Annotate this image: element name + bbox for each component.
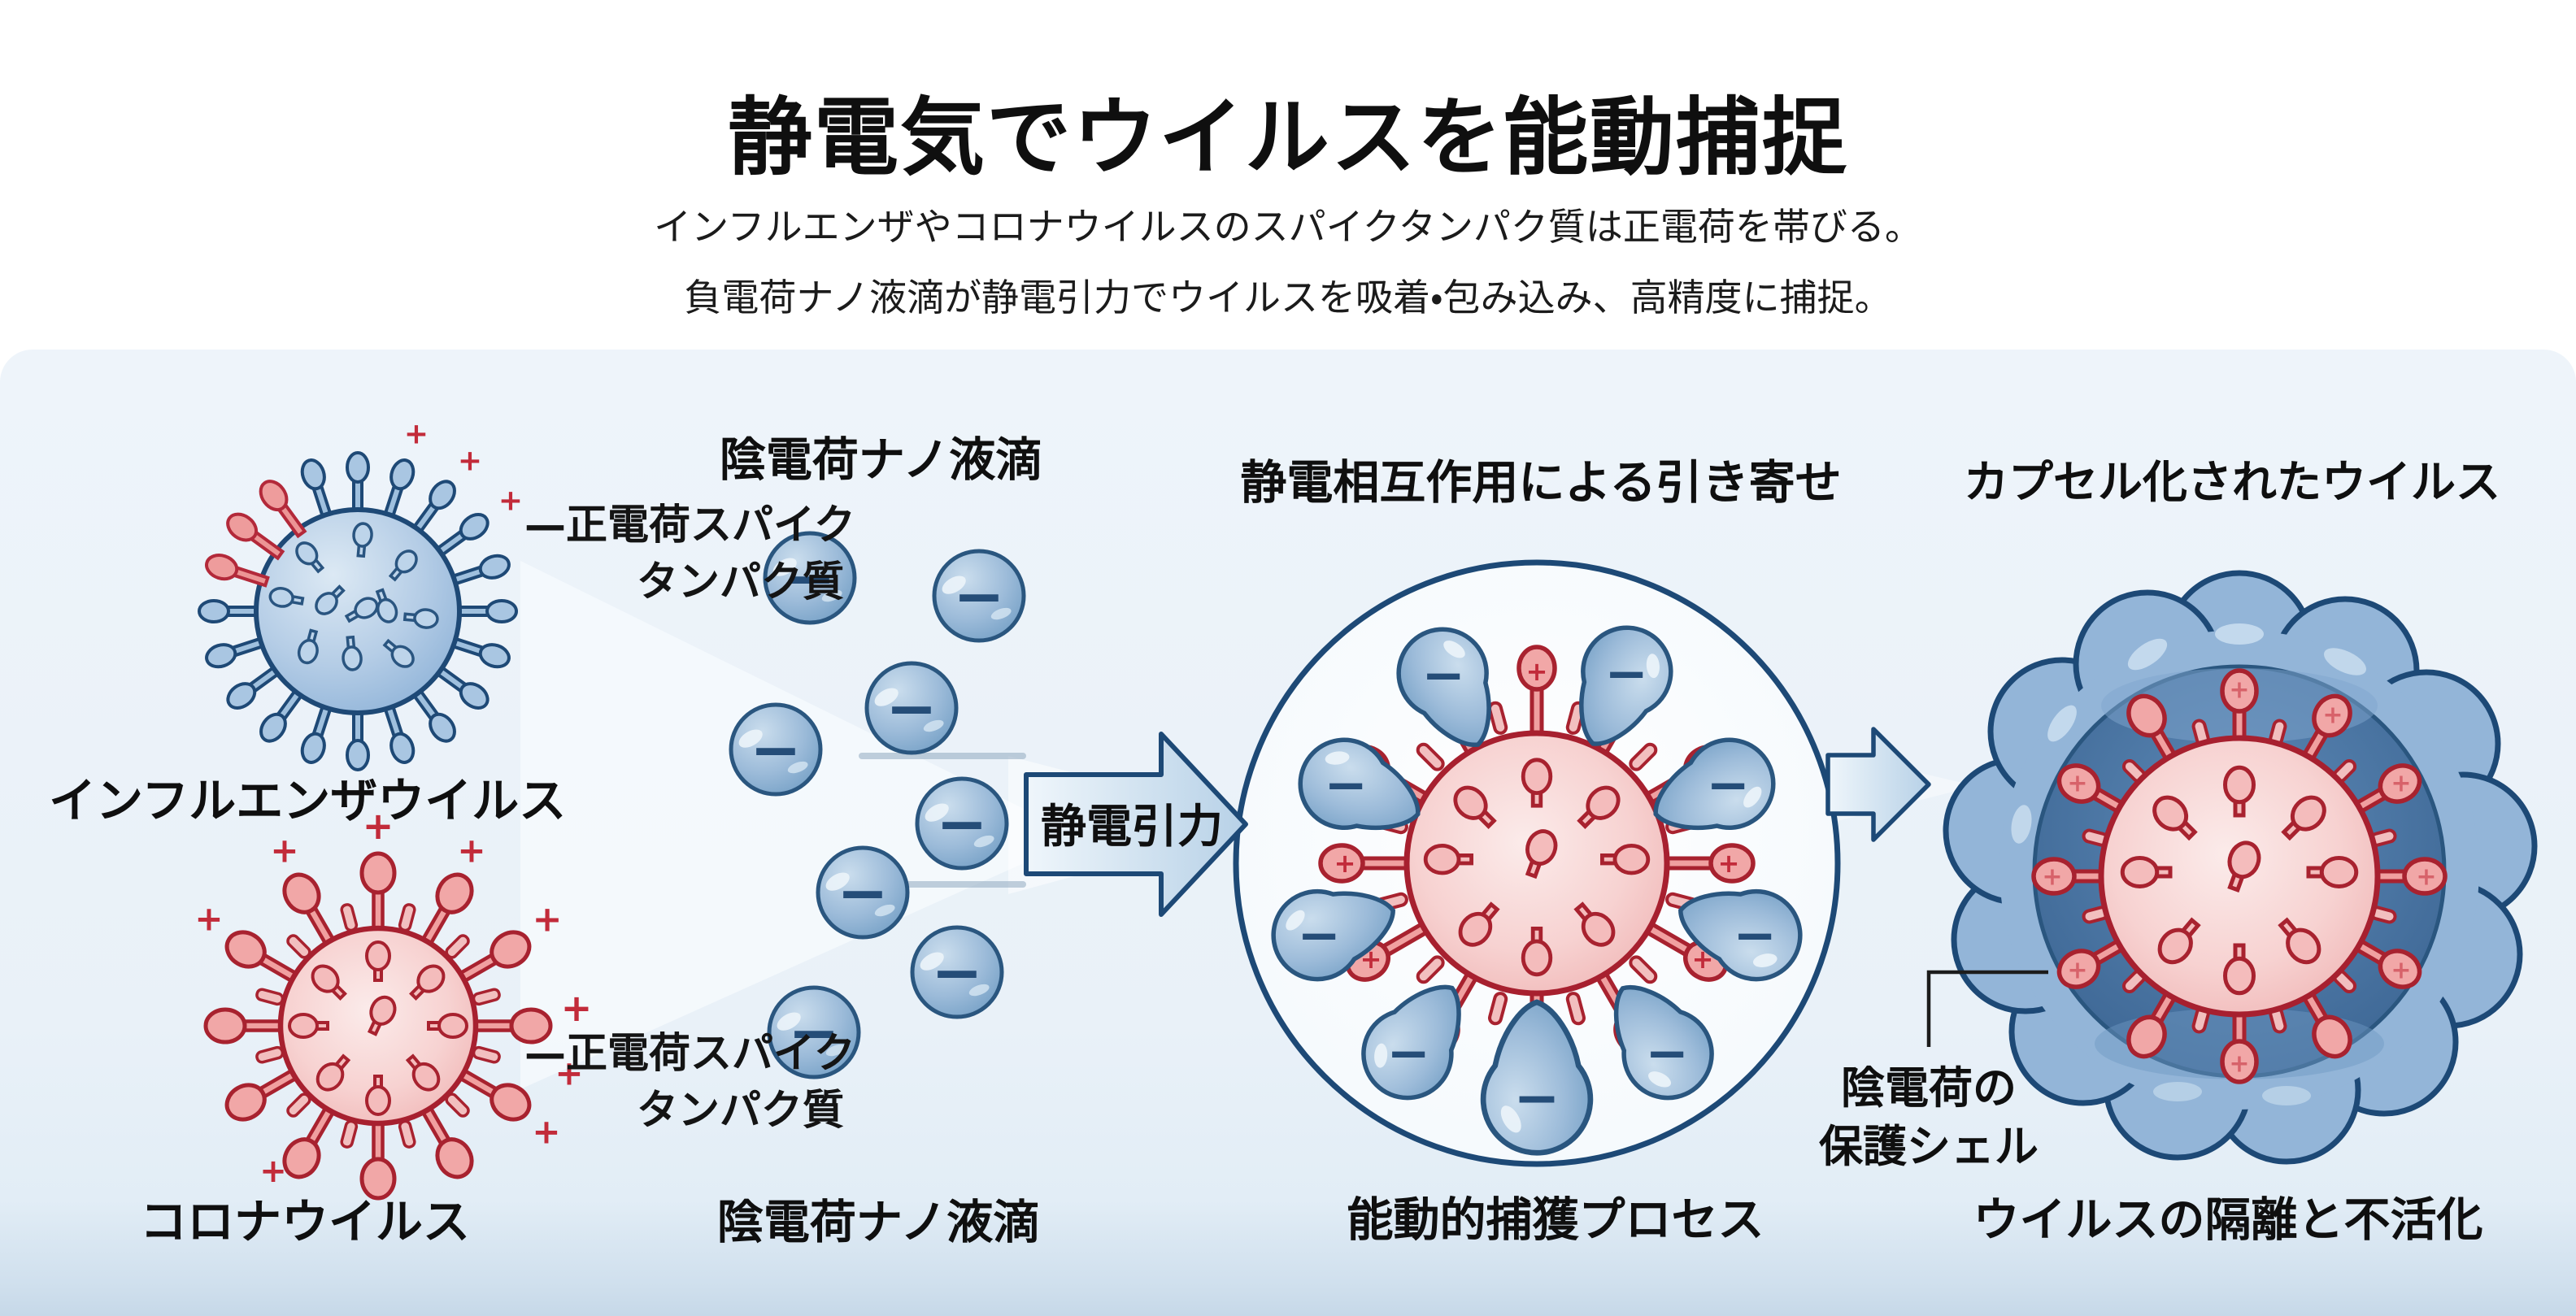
subtitle-line-2: 負電荷ナノ液滴が静電引力でウイルスを吸着・包み込み、高精度に捕捉。 — [684, 276, 1892, 319]
plus-mark: + — [555, 1053, 583, 1093]
corona-virus-illustration: + + + + + + + + + — [194, 804, 592, 1198]
minus-mark: − — [1604, 644, 1648, 704]
plus-mark: + — [2042, 863, 2062, 892]
electrostatic-arrow-label: 静電引力 — [1041, 801, 1223, 853]
corona-spike-callout: —正電荷スパイク タンパク質 — [524, 1026, 855, 1140]
plus-mark: + — [1334, 848, 1356, 879]
influenza-callout-line1: —正電荷スパイク — [524, 502, 855, 549]
minus-mark: − — [1386, 1023, 1430, 1084]
page-title: 静電気でウイルスを能動捕捉 — [727, 88, 1849, 187]
plus-mark: + — [2416, 863, 2436, 892]
minus-mark: − — [788, 997, 840, 1069]
minus-mark: − — [1645, 1023, 1689, 1084]
corona-virus-label: コロナウイルス — [140, 1194, 471, 1249]
minus-mark: − — [953, 560, 1005, 632]
corona-callout-line2: タンパク質 — [637, 1087, 845, 1136]
influenza-spike-callout: —正電荷スパイク タンパク質 — [524, 497, 855, 612]
droplets-bottom-label: 陰電荷ナノ液滴 — [716, 1196, 1040, 1249]
plus-mark: + — [2067, 957, 2087, 985]
attraction-bottom-label: 能動的捕獲プロセス — [1347, 1193, 1764, 1247]
minus-mark: − — [1297, 906, 1341, 966]
capsule-bottom-label: ウイルスの隔離と不活化 — [1973, 1193, 2483, 1247]
plus-mark: + — [194, 899, 223, 939]
plus-mark: + — [270, 831, 298, 871]
plus-mark: + — [533, 898, 563, 940]
plus-mark: + — [2067, 770, 2087, 798]
capture-process-illustration: + + + + + + + + + + + + − − − − − − — [1262, 613, 1812, 1153]
plus-mark: + — [259, 1153, 287, 1190]
droplets-top-label: 陰電荷ナノ液滴 — [719, 433, 1042, 487]
plus-mark: + — [1526, 656, 1548, 687]
minus-mark: − — [1513, 1066, 1560, 1131]
attraction-top-label: 静電相互作用による引き寄せ — [1240, 456, 1842, 510]
minus-mark: − — [936, 788, 988, 860]
plus-mark: + — [2229, 1050, 2249, 1079]
minus-mark: − — [784, 542, 836, 615]
nano-droplet-cluster: − − − − − − − − — [731, 533, 1024, 1077]
minus-mark: − — [1733, 906, 1777, 966]
minus-mark: − — [1324, 755, 1368, 815]
plus-mark: + — [363, 804, 394, 848]
plus-mark: + — [2322, 701, 2343, 730]
influenza-virus-illustration: + + + — [198, 418, 523, 771]
plus-mark: + — [2391, 770, 2411, 798]
plus-mark: + — [2229, 676, 2249, 705]
plus-mark: + — [561, 986, 593, 1030]
plus-mark: + — [457, 831, 485, 871]
shell-callout-line2: 保護シェル — [1819, 1121, 2039, 1172]
corona-callout-line1: —正電荷スパイク — [524, 1030, 855, 1078]
shell-callout-line — [1926, 970, 2048, 1047]
plus-mark: + — [1718, 848, 1740, 879]
influenza-virus-label: インフルエンザウイルス — [49, 773, 567, 828]
minus-mark: − — [1706, 755, 1750, 815]
capsule-top-label: カプセル化されたウイルス — [1963, 456, 2501, 508]
encapsulated-virus-illustration: + + + + + + + + + — [1926, 570, 2538, 1165]
shell-callout-line1: 陰電荷の — [1841, 1062, 2017, 1114]
plus-mark: + — [404, 418, 429, 451]
plus-mark: + — [2391, 957, 2411, 985]
minus-mark: − — [750, 714, 802, 786]
plus-mark: + — [532, 1112, 560, 1152]
subtitle-line-1: インフルエンザやコロナウイルスのスパイクタンパク質は正電荷を帯びる。 — [654, 205, 1922, 249]
plus-mark: + — [498, 484, 523, 518]
minus-mark: − — [837, 857, 889, 929]
minus-mark: − — [931, 936, 983, 1009]
capture-arrow — [1825, 727, 1931, 842]
minus-mark: − — [1421, 645, 1465, 706]
plus-mark: + — [458, 445, 482, 478]
minus-mark: − — [886, 672, 938, 745]
influenza-callout-line2: タンパク質 — [637, 558, 845, 607]
